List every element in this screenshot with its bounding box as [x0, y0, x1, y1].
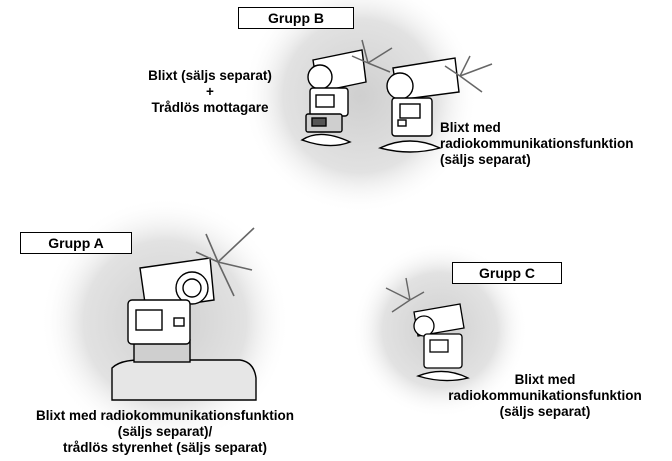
caption-line: (säljs separat)/ [117, 424, 213, 439]
group-b-flash-burst-2 [444, 55, 493, 93]
caption-line: Blixt (säljs separat) [148, 68, 272, 83]
caption-plus: + [206, 84, 214, 99]
group-b-left-caption: Blixt (säljs separat) + Trådlös mottagar… [120, 68, 300, 116]
group-c-flash [413, 303, 470, 382]
group-b-tag: Grupp B [238, 7, 354, 29]
group-c-tag: Grupp C [452, 262, 562, 284]
group-a-flash-burst [195, 227, 255, 297]
group-a-tag: Grupp A [20, 232, 132, 254]
caption-line: (säljs separat) [499, 404, 591, 419]
group-b-flash-burst-1 [351, 39, 393, 73]
group-c-flash-burst [385, 277, 425, 313]
caption-line: (säljs separat) [440, 152, 531, 167]
group-a-camera-with-flash [111, 257, 257, 401]
caption-line: Blixt med radiokommunikationsfunktion [35, 408, 295, 423]
group-b-flash-radio [377, 57, 460, 153]
group-c-caption: Blixt med radiokommunikationsfunktion (s… [432, 372, 658, 420]
caption-line: Trådlös mottagare [151, 100, 269, 115]
caption-line: Blixt med [514, 372, 576, 387]
caption-line: radiokommunikationsfunktion [448, 388, 642, 403]
caption-line: Blixt med [440, 120, 501, 135]
group-a-caption: Blixt med radiokommunikationsfunktion (s… [0, 408, 330, 456]
group-b-right-caption: Blixt med radiokommunikationsfunktion (s… [440, 120, 670, 168]
group-b-halo [242, 0, 478, 214]
caption-line: trådlös styrenhet (säljs separat) [62, 440, 268, 455]
group-b-flash-with-receiver [300, 49, 367, 147]
caption-line: radiokommunikationsfunktion [440, 136, 634, 151]
